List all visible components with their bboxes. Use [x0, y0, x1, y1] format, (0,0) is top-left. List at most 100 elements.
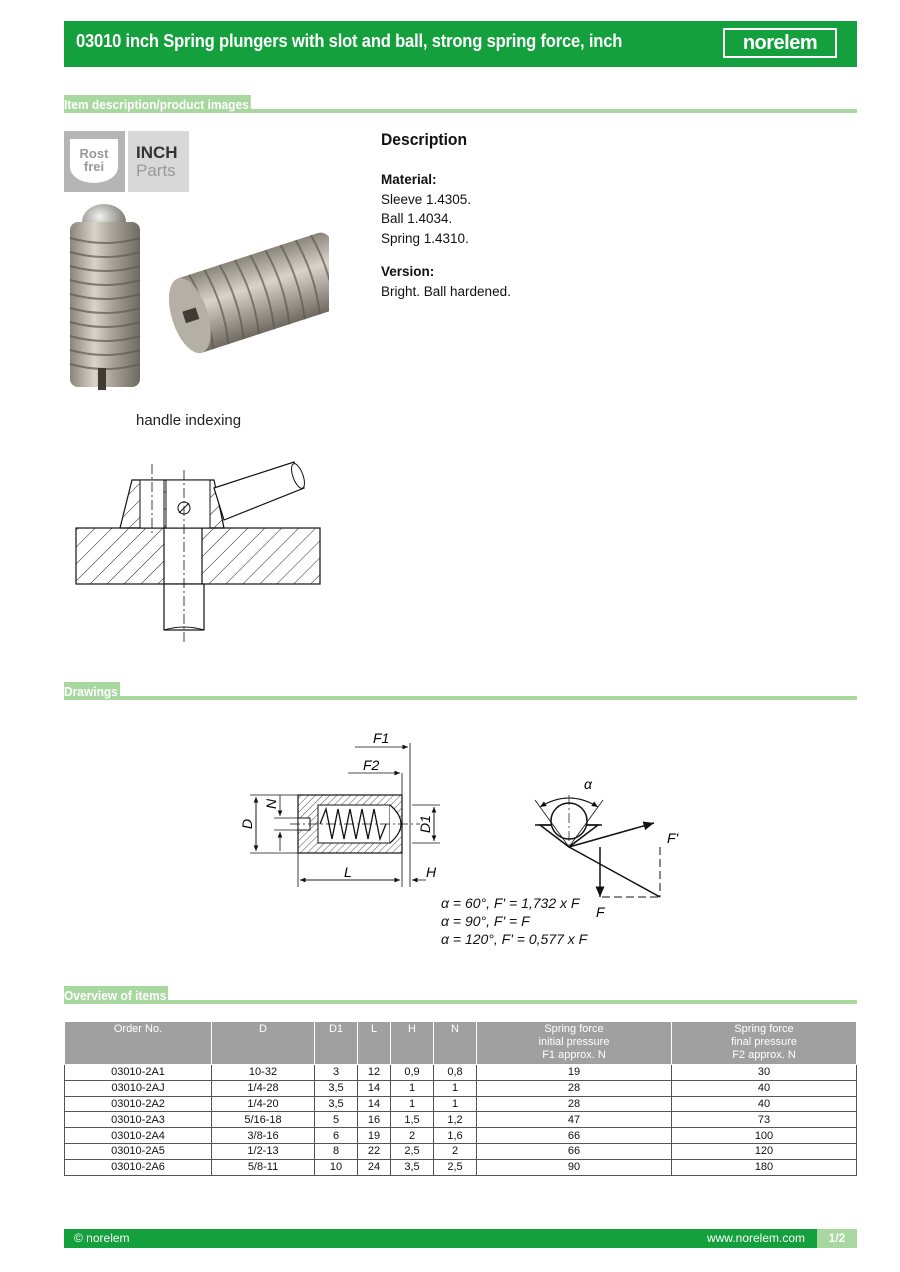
items-table: Order No. D D1 L H N Spring force initia…: [64, 1021, 857, 1176]
label-f: F: [596, 904, 606, 920]
table-cell: 120: [671, 1142, 857, 1160]
table-cell: 1: [390, 1079, 434, 1097]
section-bar: [64, 109, 857, 113]
page-title: 03010 inch Spring plungers with slot and…: [76, 31, 623, 51]
table-cell: 2,5: [390, 1142, 434, 1160]
col-d: D: [211, 1021, 315, 1065]
table-cell: 12: [357, 1064, 391, 1081]
col-order-no: Order No.: [64, 1021, 212, 1065]
section-item-description: Item description/product images: [64, 91, 857, 113]
label-f1: F1: [373, 730, 389, 746]
table-cell: 47: [476, 1111, 672, 1129]
label-n: N: [263, 798, 279, 809]
table-cell: 5: [314, 1111, 358, 1129]
table-cell: 1/4-20: [211, 1095, 315, 1113]
table-cell: 0,9: [390, 1064, 434, 1081]
table-cell: 3,5: [390, 1158, 434, 1176]
label-l: L: [344, 864, 352, 880]
table-cell: 40: [671, 1095, 857, 1113]
table-cell: 100: [671, 1127, 857, 1144]
inch-parts-badge: INCH Parts: [128, 131, 189, 192]
table-cell: 66: [476, 1142, 672, 1160]
handle-indexing-caption: handle indexing: [136, 412, 242, 429]
table-cell: 1,6: [433, 1127, 477, 1144]
table-cell: 1,5: [390, 1111, 434, 1129]
stainless-badge-text: Rost frei: [70, 139, 118, 183]
table-cell: 2,5: [433, 1158, 477, 1176]
table-cell: 03010-2A2: [64, 1095, 212, 1113]
section-bar: [64, 1000, 857, 1004]
table-cell: 3,5: [314, 1079, 358, 1097]
col-h: H: [390, 1021, 434, 1065]
table-cell: 1: [390, 1095, 434, 1113]
page-footer: © norelem www.norelem.com 1/2: [64, 1229, 857, 1248]
col-f2: Spring force final pressure F2 approx. N: [671, 1021, 857, 1065]
material-line: Ball 1.4034.: [381, 211, 453, 226]
product-photo: [69, 204, 329, 390]
label-f-prime: F': [667, 830, 680, 846]
label-alpha: α: [584, 776, 593, 792]
table-cell: 03010-2A6: [64, 1158, 212, 1176]
parts-label: Parts: [136, 161, 176, 180]
material-label: Material:: [381, 172, 437, 187]
table-cell: 5/16-18: [211, 1111, 315, 1129]
table-cell: 24: [357, 1158, 391, 1176]
material-line: Sleeve 1.4305.: [381, 191, 472, 207]
technical-drawing: F1 F2 L H D N D1 α F' F: [239, 730, 680, 920]
table-cell: 40: [671, 1079, 857, 1097]
material-block: Material: Sleeve 1.4305. Ball 1.4034. Sp…: [381, 170, 471, 248]
material-line: Spring 1.4310.: [381, 230, 469, 246]
version-label: Version:: [381, 264, 435, 279]
table-cell: 30: [671, 1064, 857, 1081]
col-n: N: [433, 1021, 477, 1065]
table-cell: 3,5: [314, 1095, 358, 1113]
table-cell: 6: [314, 1127, 358, 1144]
col-l: L: [357, 1021, 391, 1065]
label-d1: D1: [417, 815, 433, 833]
website-link[interactable]: www.norelem.com: [706, 1231, 805, 1245]
handle-indexing-drawing: [75, 461, 321, 645]
table-cell: 10: [314, 1158, 358, 1176]
table-cell: 03010-2A3: [64, 1111, 212, 1129]
col-d1: D1: [314, 1021, 358, 1065]
table-cell: 0,8: [433, 1064, 477, 1081]
table-cell: 22: [357, 1142, 391, 1160]
section-overview: Overview of items: [64, 982, 857, 1004]
table-cell: 3/8-16: [211, 1127, 315, 1144]
section-label: Drawings: [64, 682, 120, 700]
table-cell: 1,2: [433, 1111, 477, 1129]
table-cell: 1/4-28: [211, 1079, 315, 1097]
stainless-badge: Rost frei: [64, 131, 125, 192]
table-cell: 1/2-13: [211, 1142, 315, 1160]
table-cell: 8: [314, 1142, 358, 1160]
label-f2: F2: [363, 757, 380, 773]
norelem-logo: norelem: [723, 28, 837, 58]
table-cell: 19: [476, 1064, 672, 1081]
inch-label: INCH: [136, 143, 178, 162]
table-cell: 90: [476, 1158, 672, 1176]
table-cell: 180: [671, 1158, 857, 1176]
description-title: Description: [381, 130, 468, 149]
logo-text: norelem: [742, 31, 818, 54]
table-cell: 14: [357, 1079, 391, 1097]
table-cell: 03010-2AJ: [64, 1079, 212, 1097]
table-cell: 66: [476, 1127, 672, 1144]
section-drawings: Drawings: [64, 678, 857, 700]
section-bar: [64, 696, 857, 700]
table-header-row: Order No. D D1 L H N Spring force initia…: [64, 1021, 857, 1065]
table-cell: 10-32: [211, 1064, 315, 1081]
copyright: © norelem: [74, 1231, 130, 1245]
table-cell: 1: [433, 1079, 477, 1097]
page-header: 03010 inch Spring plungers with slot and…: [64, 21, 857, 67]
table-cell: 28: [476, 1079, 672, 1097]
table-cell: 19: [357, 1127, 391, 1144]
label-d: D: [239, 819, 255, 829]
col-f1: Spring force initial pressure F1 approx.…: [476, 1021, 672, 1065]
table-cell: 28: [476, 1095, 672, 1113]
